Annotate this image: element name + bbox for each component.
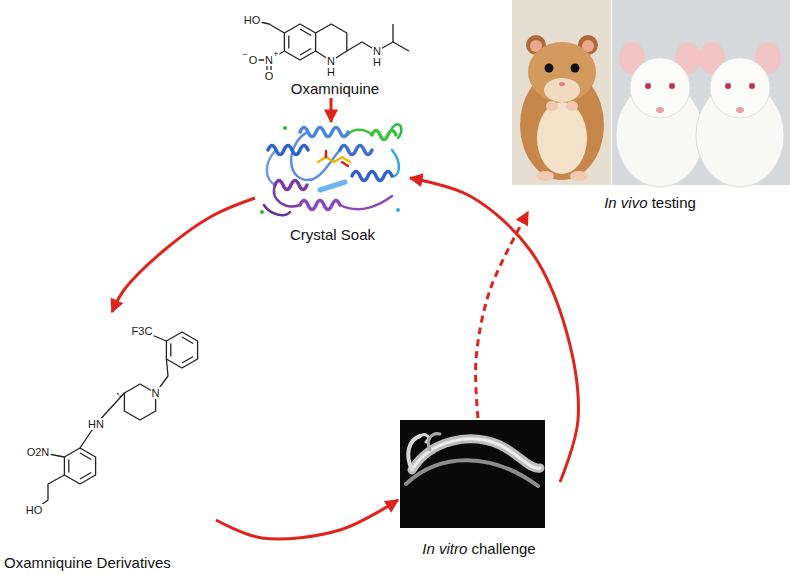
protein-ribbon [325,151,328,157]
figure-caption: Crystal Soak [290,226,375,244]
cycle-arrow [410,178,578,482]
in-vivo-panel: In vivo testing [510,0,790,212]
mice-photo [656,107,664,113]
protein-ribbon [300,128,348,137]
protein-ribbon [268,146,308,155]
hamster-photo [546,101,558,111]
worm-micrograph [406,460,538,486]
derivative-structure [182,337,193,344]
worm-micrograph [400,420,545,528]
mice-photo [645,83,651,89]
hamster-photo [512,0,611,185]
protein-ribbon [340,146,372,155]
atom-label: HO [25,504,44,516]
protein-ribbon [320,182,345,190]
protein-ribbon [267,150,276,185]
atom-label: O2N [26,446,51,458]
derivative-structure [34,331,198,510]
figure-caption: Oxamniquine [291,80,379,98]
caption-italic: In vitro [422,540,467,557]
atom-label: O [264,70,275,82]
protein-ribbon [372,131,396,140]
protein-ribbon [396,208,400,212]
mice-photo [725,83,731,89]
derivative-structure [80,453,91,460]
protein-ribbon [392,124,401,138]
structure-panel: Oxamniquine [235,0,435,98]
protein-ribbon [275,181,307,190]
dashed-arrow [476,212,528,418]
in-vitro-panel: In vitro challenge [398,418,560,558]
hamster-photo [544,78,580,102]
crystal-panel: Crystal Soak [255,122,410,244]
atom-label: + [272,48,279,60]
protein-ribbon [264,205,290,215]
atom-label: HN [87,418,105,430]
protein-ribbon [318,157,350,162]
hamster-photo [566,101,578,111]
oxamniquine-structure [288,36,289,49]
protein-ribbon [260,210,264,214]
hamster-photo [545,64,554,73]
derivative-structure [170,344,171,357]
figure-caption: In vitro challenge [422,540,535,558]
protein-ribbon [342,162,348,166]
hamster-photo [537,102,587,174]
derivative-structure [116,392,121,397]
connector-group [112,98,578,539]
worm-micrograph [428,434,440,450]
worm-micrograph [400,420,545,528]
mice-photo [736,107,744,113]
atom-label: H [372,56,382,68]
derivative-structure [166,332,197,368]
derivative-structure [80,473,91,480]
mice-photo [749,83,755,89]
mice-photo [669,83,675,89]
derivative-structure [182,357,193,364]
hamster-photo [559,82,565,86]
figure-caption: Oxamniquine Derivatives [4,554,171,572]
protein-ribbon [300,201,340,210]
mice-photo [612,0,790,187]
derivative-panel: Oxamniquine Derivatives [0,312,216,572]
hamster-photo [571,64,580,73]
hamster-photo [528,42,596,102]
atom-label: H [326,66,336,78]
protein-ribbon [291,132,340,180]
oxamniquine-structure [392,24,393,42]
derivative-structure [64,448,95,484]
hamster-photo [512,0,611,185]
derivative-structure [68,460,69,473]
hamster-photo [570,171,588,181]
caption-italic: In vivo [604,194,647,211]
oxamniquine-structure [300,49,311,56]
atom-label: HO [243,14,262,26]
oxamniquine-structure [300,29,311,36]
cycle-arrow [112,198,255,312]
oxamniquine-structure [284,24,315,60]
protein-ribbon [260,124,401,215]
hamster-photo [536,171,554,181]
mice-photo [630,58,690,118]
atom-label: N [151,387,161,399]
protein-ribbon [348,130,372,135]
protein-ribbon [283,126,287,130]
worm-micrograph [408,436,420,470]
protein-ribbon [352,172,392,181]
mice-photo [710,58,770,118]
atom-label: O [248,54,259,66]
protein-ribbon [392,150,399,176]
atom-label: F3C [131,325,154,337]
cycle-arrow [216,500,398,539]
derivative-structure [80,393,124,448]
protein-ribbon [340,196,392,209]
cycle-arrow [330,98,333,122]
figure-caption: In vivo testing [604,194,696,212]
